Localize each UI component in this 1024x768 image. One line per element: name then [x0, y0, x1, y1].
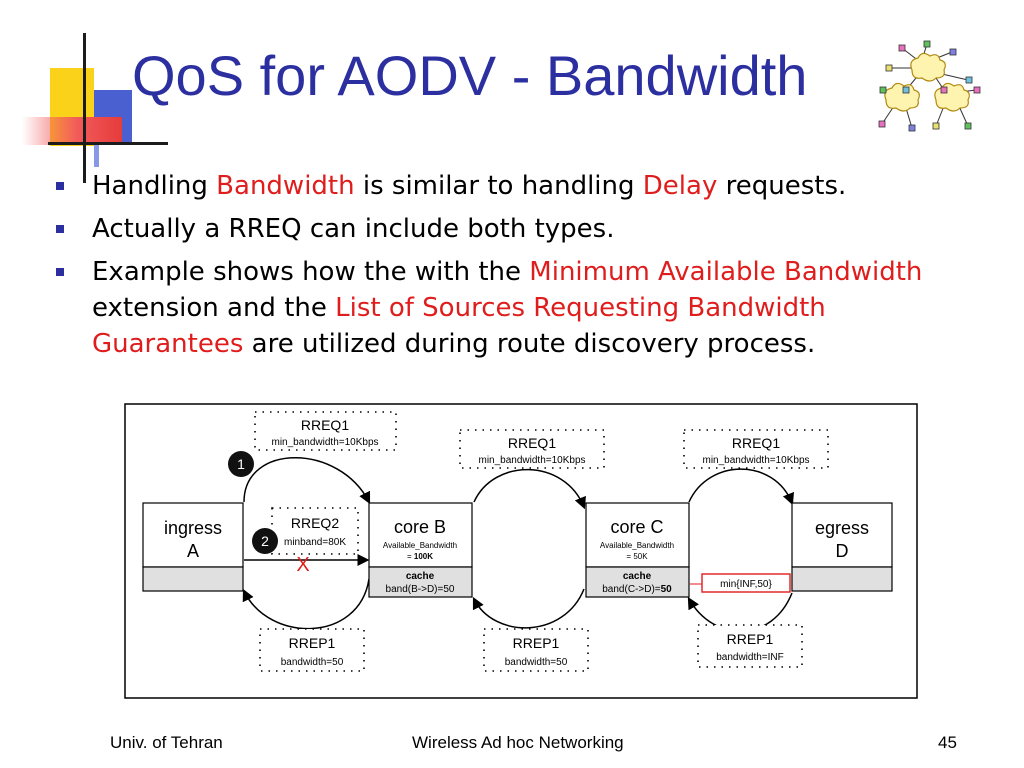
core-b-cache-title: cache — [406, 571, 435, 582]
core-b-avail-label: Available_Bandwidth — [383, 541, 457, 550]
bullet-text: Handling — [92, 171, 217, 201]
svg-text:bandwidth=INF: bandwidth=INF — [716, 652, 784, 663]
core-c-name: core C — [610, 517, 663, 537]
bullet-text: are utilized during route discovery proc… — [243, 329, 816, 359]
arrow-rrep1-c-to-b — [472, 588, 585, 629]
svg-text:min{INF,50}: min{INF,50} — [720, 579, 772, 590]
ingress-id: A — [187, 541, 199, 561]
bullet-highlight: Minimum Available Bandwidth — [529, 257, 923, 287]
core-c-cache-title: cache — [623, 571, 652, 582]
footer-university: Univ. of Tehran — [110, 733, 223, 752]
svg-text:RREQ2: RREQ2 — [291, 515, 339, 531]
bullet-item: Actually a RREQ can include both types. — [52, 211, 972, 247]
node-egress-d: egress D — [791, 502, 893, 592]
egress-label: egress — [815, 518, 869, 538]
bullet-square-icon — [56, 225, 64, 233]
msg-rreq1-bc: RREQ1 min_bandwidth=10Kbps — [459, 429, 605, 469]
core-b-cache-value: band(B->D)=50 — [386, 584, 455, 595]
decor-vertical-line — [83, 33, 86, 183]
svg-text:min_bandwidth=10Kbps: min_bandwidth=10Kbps — [478, 455, 585, 466]
step-1-marker: 1 — [228, 451, 254, 477]
bullet-highlight: List of Sources Requesting Bandwidth Gua… — [92, 293, 826, 359]
ingress-label: ingress — [164, 518, 222, 538]
svg-text:RREQ1: RREQ1 — [732, 435, 780, 451]
core-c-avail-label: Available_Bandwidth — [600, 541, 674, 550]
core-c-avail-value: = 50K — [626, 552, 648, 561]
aodv-diagram: ingress A core B Available_Bandwidth = 1… — [124, 403, 918, 699]
slide-title: QoS for AODV - Bandwidth — [132, 44, 808, 107]
svg-text:RREP1: RREP1 — [513, 635, 560, 651]
egress-id: D — [836, 541, 849, 561]
msg-rreq1-cd: RREQ1 min_bandwidth=10Kbps — [683, 429, 829, 469]
bullet-highlight: Delay — [642, 171, 718, 201]
msg-rrep1-ba: RREP1 bandwidth=50 — [259, 628, 365, 672]
decor-horizontal-line — [48, 142, 168, 145]
bullet-text: extension and the — [92, 293, 336, 323]
node-ingress-a: ingress A — [142, 502, 244, 592]
msg-rrep1-dc: RREP1 bandwidth=INF — [697, 624, 803, 668]
bullet-text: is similar to handling — [354, 171, 643, 201]
arrow-rreq1-c-to-d — [688, 468, 794, 506]
node-core-b: core B Available_Bandwidth = 100K cache … — [368, 502, 473, 598]
arrow-rreq1-a-to-b — [243, 457, 371, 505]
footer-page-number: 45 — [938, 733, 957, 752]
svg-text:min_bandwidth=10Kbps: min_bandwidth=10Kbps — [271, 437, 378, 448]
core-b-avail-value: = 100K — [407, 552, 433, 561]
svg-text:RREQ1: RREQ1 — [508, 435, 556, 451]
bullet-item: Handling Bandwidth is similar to handlin… — [52, 168, 972, 204]
core-b-name: core B — [394, 517, 446, 537]
bullet-square-icon — [56, 268, 64, 276]
svg-text:min_bandwidth=10Kbps: min_bandwidth=10Kbps — [702, 455, 809, 466]
svg-text:RREP1: RREP1 — [289, 635, 336, 651]
svg-text:bandwidth=50: bandwidth=50 — [505, 657, 568, 668]
bullet-text: Actually a RREQ can include both types. — [92, 214, 615, 244]
svg-text:minband=80K: minband=80K — [284, 537, 346, 548]
svg-text:2: 2 — [261, 533, 269, 549]
bullet-text: requests. — [717, 171, 847, 201]
decor-blue-stub — [94, 145, 99, 167]
svg-text:bandwidth=50: bandwidth=50 — [281, 657, 344, 668]
svg-text:RREP1: RREP1 — [727, 631, 774, 647]
core-c-cache-value: band(C->D)=50 — [602, 584, 672, 595]
msg-rreq1-ab: RREQ1 min_bandwidth=10Kbps — [254, 411, 397, 451]
footer-course: Wireless Ad hoc Networking — [412, 733, 624, 752]
svg-text:1: 1 — [237, 456, 245, 472]
bullet-highlight: Bandwidth — [216, 171, 355, 201]
bullet-text: Example shows how the with the — [92, 257, 530, 287]
node-core-c: core C Available_Bandwidth = 50K cache b… — [585, 502, 690, 598]
msg-rreq2-ab: RREQ2 minband=80K — [271, 507, 359, 555]
bullet-square-icon — [56, 182, 64, 190]
step-2-marker: 2 — [252, 528, 278, 554]
network-clouds-icon — [878, 40, 981, 132]
min-note: min{INF,50} — [701, 573, 791, 593]
blocked-x-mark: X — [296, 554, 309, 576]
decor-red-bar — [22, 117, 122, 145]
bullet-list: Handling Bandwidth is similar to handlin… — [52, 168, 972, 369]
bullet-item: Example shows how the with the Minimum A… — [52, 254, 972, 362]
arrow-rreq1-b-to-c — [473, 468, 586, 510]
msg-rrep1-cb: RREP1 bandwidth=50 — [483, 628, 589, 672]
arrow-rrep1-b-to-a — [242, 578, 370, 630]
svg-text:RREQ1: RREQ1 — [301, 417, 349, 433]
